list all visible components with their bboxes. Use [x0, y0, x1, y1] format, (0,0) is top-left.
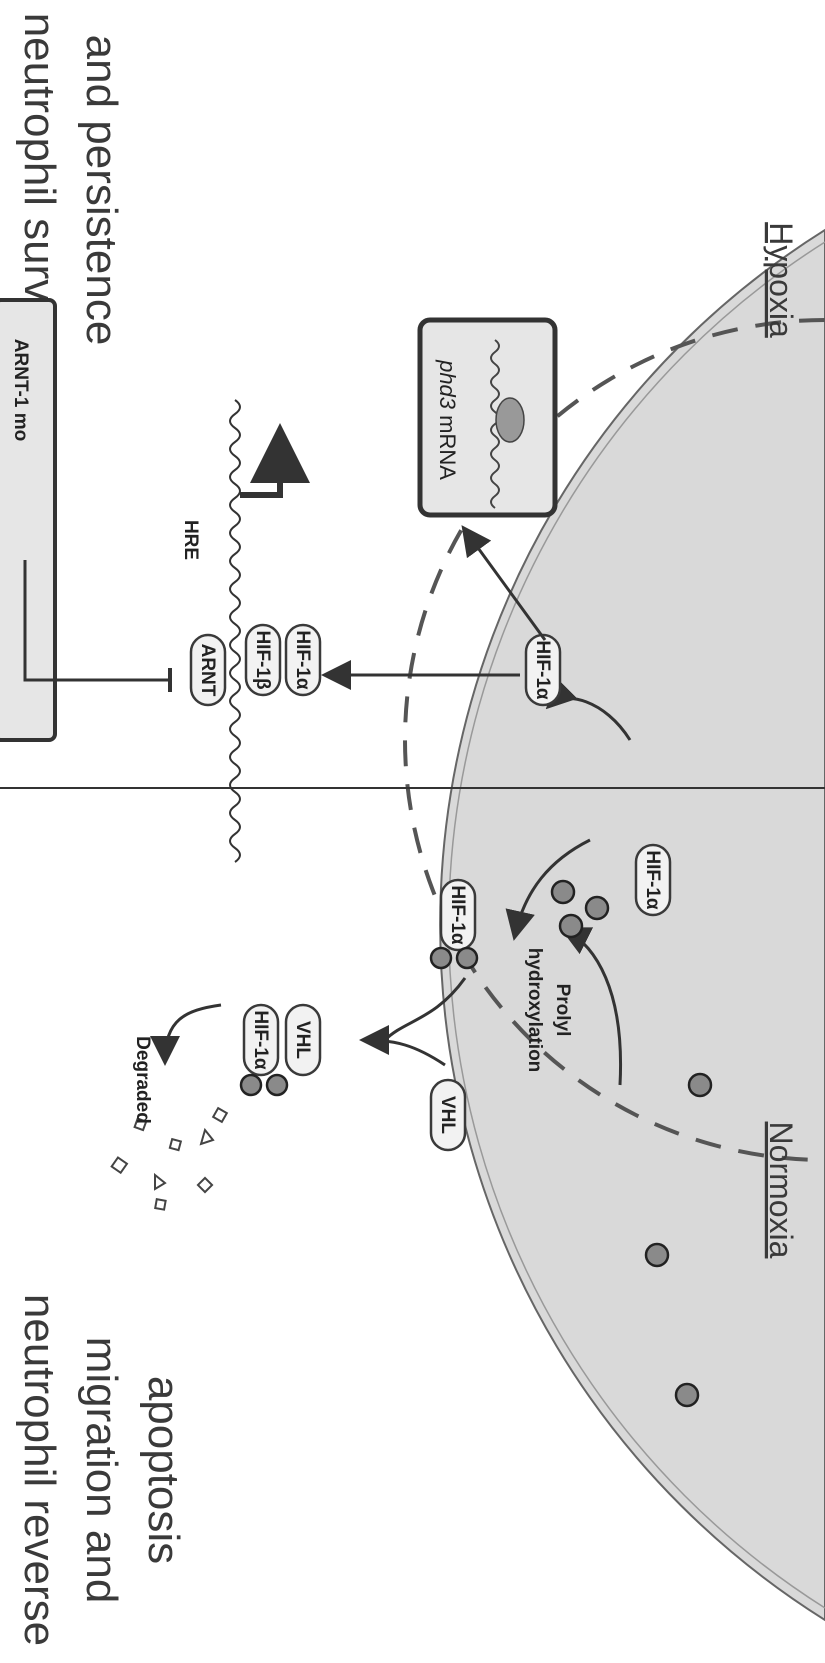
- arnt-mo-box: [0, 298, 57, 742]
- oxygen-dot: [644, 1242, 670, 1268]
- hif1b-nuclear-label: HIF-1β: [252, 630, 273, 689]
- degradation-arrow: [150, 1003, 222, 1066]
- hydroxylation-label: hydroxylation: [524, 948, 545, 1073]
- outcome-normoxia-line3: apoptosis: [139, 1376, 188, 1564]
- hif1a-stabilized-label: HIF-1α: [532, 640, 553, 700]
- hydroxyl-dot: [265, 1073, 289, 1097]
- vhl-pill: [429, 1078, 467, 1152]
- mrna-strand: [490, 339, 500, 509]
- hif1a-pill-top-label: HIF-1α: [642, 850, 663, 910]
- nucleus-envelope: [403, 318, 825, 1162]
- hif1a-pill-top: [634, 843, 672, 917]
- converge-arrow-left: [383, 977, 467, 1042]
- hif1a-nuclear-label: HIF-1α: [292, 630, 313, 690]
- hydroxyl-dot: [550, 879, 576, 905]
- outcome-hypoxia-line2: and persistence: [77, 35, 126, 346]
- hydroxylation-arrow: [505, 838, 591, 941]
- phd3-mrna-box: [417, 317, 558, 518]
- degraded-label: Degraded: [132, 1036, 153, 1124]
- degraded-fragments: [110, 1106, 229, 1211]
- hif1a-complex-pill: [242, 1003, 280, 1077]
- oxygen-dot: [674, 1382, 700, 1408]
- hif1b-nuclear-pill: [244, 623, 282, 697]
- arnt-pill: [189, 633, 227, 707]
- hydroxyl-dot: [455, 946, 479, 970]
- hydroxyl-dot: [584, 895, 610, 921]
- heading-hypoxia: Hypoxia: [763, 222, 799, 338]
- arnt-mo-label: ARNT-1 mo: [10, 339, 31, 441]
- converge-arrow-right: [359, 1025, 446, 1067]
- hre-label: HRE: [180, 520, 201, 560]
- ribosome-icon: [495, 397, 525, 443]
- hydroxyl-dot: [239, 1073, 263, 1097]
- arnt-label: ARNT: [197, 644, 218, 697]
- phd3-mrna-label: phd3 mRNA: [435, 359, 460, 480]
- hif1a-complex-label: HIF-1α: [250, 1010, 271, 1070]
- oxygen-dot: [687, 1072, 713, 1098]
- hydroxyl-dot: [558, 913, 584, 939]
- vhl-label: VHL: [437, 1096, 458, 1134]
- phd3-induction-arrow: [461, 525, 547, 641]
- heading-normoxia: Normoxia: [763, 1122, 799, 1259]
- prolyl-label: Prolyl: [552, 984, 573, 1037]
- hydroxyl-dot: [429, 946, 453, 970]
- arnt-inhibition-line: [23, 560, 170, 682]
- hif1a-hydroxylated-pill: [439, 878, 477, 952]
- transcription-arrow: [240, 423, 310, 498]
- vhl-complex-pill: [284, 1003, 322, 1077]
- vhl-complex-label: VHL: [292, 1021, 313, 1059]
- outcome-normoxia-line1: neutrophil reverse: [15, 1294, 64, 1646]
- outcome-normoxia-line2: migration and: [77, 1337, 126, 1604]
- dna-strand: [229, 399, 241, 863]
- hif1a-nuclear-pill: [284, 623, 322, 697]
- hif1a-hydroxylated-label: HIF-1α: [447, 885, 468, 945]
